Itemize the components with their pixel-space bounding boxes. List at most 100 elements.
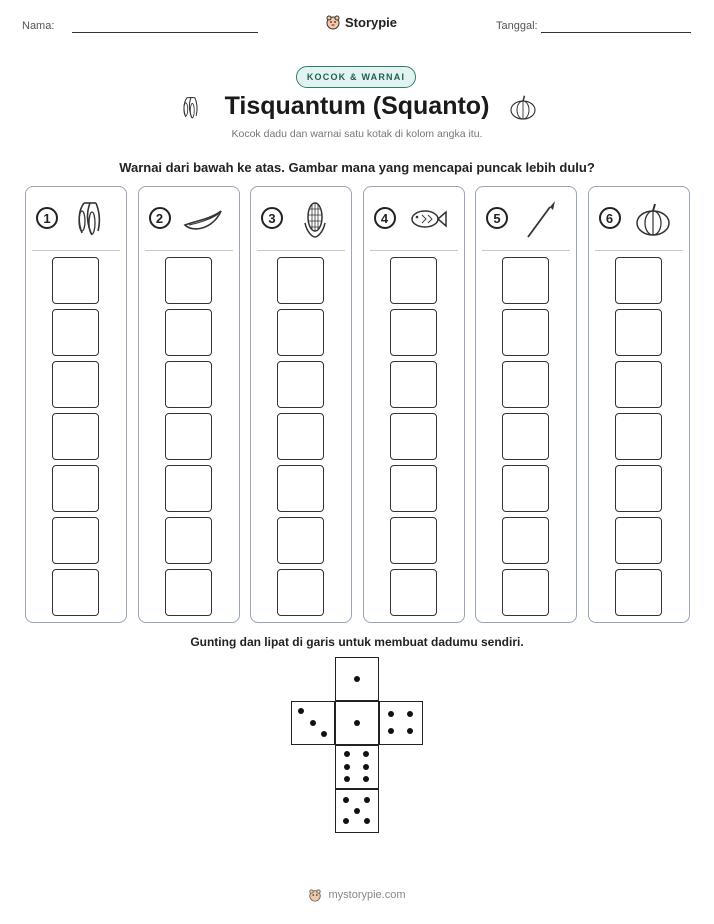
mascot-icon bbox=[309, 889, 322, 902]
color-box[interactable] bbox=[277, 569, 324, 616]
color-box[interactable] bbox=[164, 257, 212, 304]
die-face-4[interactable] bbox=[379, 701, 423, 745]
column-number: 5 bbox=[486, 207, 508, 229]
die-pip bbox=[344, 751, 351, 758]
color-box[interactable] bbox=[389, 517, 437, 564]
activity-badge: KOCOK & WARNAI bbox=[296, 66, 416, 88]
die-pip bbox=[406, 727, 413, 734]
pumpkin-icon bbox=[510, 95, 536, 120]
color-box[interactable] bbox=[277, 517, 324, 564]
color-box[interactable] bbox=[164, 465, 212, 512]
die-pip bbox=[362, 763, 369, 770]
brand-name: Storypie bbox=[345, 14, 398, 30]
die-pip bbox=[353, 719, 360, 726]
color-box[interactable] bbox=[164, 569, 212, 616]
color-box[interactable] bbox=[614, 569, 662, 616]
color-box[interactable] bbox=[277, 413, 324, 460]
color-box[interactable] bbox=[614, 361, 662, 408]
fish-icon bbox=[408, 199, 448, 239]
name-label: Nama: bbox=[22, 20, 55, 32]
column-2: 2 bbox=[137, 186, 240, 623]
color-box[interactable] bbox=[164, 309, 212, 356]
column-divider bbox=[482, 250, 570, 251]
color-box[interactable] bbox=[502, 257, 549, 304]
color-box[interactable] bbox=[614, 465, 662, 512]
die-pip bbox=[362, 775, 369, 782]
color-box[interactable] bbox=[164, 517, 212, 564]
column-divider bbox=[144, 250, 233, 251]
die-face-5[interactable] bbox=[335, 789, 379, 833]
color-box[interactable] bbox=[502, 517, 549, 564]
beans-icon bbox=[70, 199, 110, 239]
column-divider bbox=[32, 250, 120, 251]
die-pip bbox=[406, 711, 413, 718]
die-pip bbox=[343, 797, 350, 804]
die-instruction: Gunting dan lipat di garis untuk membuat… bbox=[190, 635, 524, 649]
footer: mystorypie.com bbox=[0, 888, 714, 902]
color-box[interactable] bbox=[277, 361, 324, 408]
color-box[interactable] bbox=[164, 413, 212, 460]
pumpkin-icon bbox=[633, 199, 673, 239]
column-divider bbox=[594, 250, 683, 251]
die-pip bbox=[320, 730, 327, 737]
color-box[interactable] bbox=[614, 413, 662, 460]
page-title: Tisquantum (Squanto) bbox=[224, 92, 490, 120]
color-box[interactable] bbox=[52, 413, 99, 460]
column-4: 4 bbox=[362, 186, 465, 623]
color-box[interactable] bbox=[614, 517, 662, 564]
die-face-6[interactable] bbox=[335, 745, 379, 789]
corn-icon bbox=[295, 199, 335, 239]
color-box[interactable] bbox=[389, 569, 437, 616]
date-line[interactable] bbox=[541, 32, 691, 33]
color-box[interactable] bbox=[389, 413, 437, 460]
color-box[interactable] bbox=[52, 309, 99, 356]
column-1: 1 bbox=[25, 186, 127, 623]
column-number: 4 bbox=[373, 207, 396, 229]
color-box[interactable] bbox=[52, 465, 99, 512]
die-face-1[interactable] bbox=[335, 657, 379, 701]
brand-logo: Storypie bbox=[325, 14, 397, 30]
die-pip bbox=[388, 727, 395, 734]
color-box[interactable] bbox=[277, 309, 324, 356]
die-pip bbox=[309, 719, 316, 726]
color-box[interactable] bbox=[614, 309, 662, 356]
spear-icon bbox=[520, 199, 560, 239]
mascot-icon bbox=[326, 15, 340, 30]
color-box[interactable] bbox=[52, 257, 99, 304]
column-divider bbox=[369, 250, 458, 251]
die-pip bbox=[344, 763, 351, 770]
column-divider bbox=[257, 250, 345, 251]
die-pip bbox=[298, 708, 305, 715]
color-box[interactable] bbox=[277, 257, 324, 304]
color-box[interactable] bbox=[502, 413, 549, 460]
color-box[interactable] bbox=[389, 257, 437, 304]
color-box[interactable] bbox=[502, 569, 549, 616]
color-box[interactable] bbox=[502, 465, 549, 512]
column-number: 2 bbox=[148, 207, 171, 229]
die-pip bbox=[353, 807, 360, 814]
color-box[interactable] bbox=[502, 361, 549, 408]
coloring-instruction: Warnai dari bawah ke atas. Gambar mana y… bbox=[119, 160, 595, 175]
name-line[interactable] bbox=[72, 32, 258, 33]
color-box[interactable] bbox=[502, 309, 549, 356]
color-box[interactable] bbox=[164, 361, 212, 408]
canoe-icon bbox=[183, 199, 223, 239]
color-box[interactable] bbox=[277, 465, 324, 512]
color-box[interactable] bbox=[389, 465, 437, 512]
column-6: 6 bbox=[587, 186, 690, 623]
die-pip bbox=[343, 817, 350, 824]
color-box[interactable] bbox=[614, 257, 662, 304]
beans-icon bbox=[183, 97, 198, 119]
color-box[interactable] bbox=[389, 361, 437, 408]
color-box[interactable] bbox=[389, 309, 437, 356]
die-pip bbox=[344, 775, 351, 782]
die-face-3[interactable] bbox=[291, 701, 335, 745]
color-box[interactable] bbox=[52, 517, 99, 564]
color-box[interactable] bbox=[52, 361, 99, 408]
color-box[interactable] bbox=[52, 569, 99, 616]
die-pip bbox=[363, 797, 370, 804]
column-number: 6 bbox=[598, 207, 621, 229]
die-face-1[interactable] bbox=[335, 701, 379, 745]
column-number: 3 bbox=[261, 207, 283, 229]
footer-url: mystorypie.com bbox=[328, 889, 406, 901]
